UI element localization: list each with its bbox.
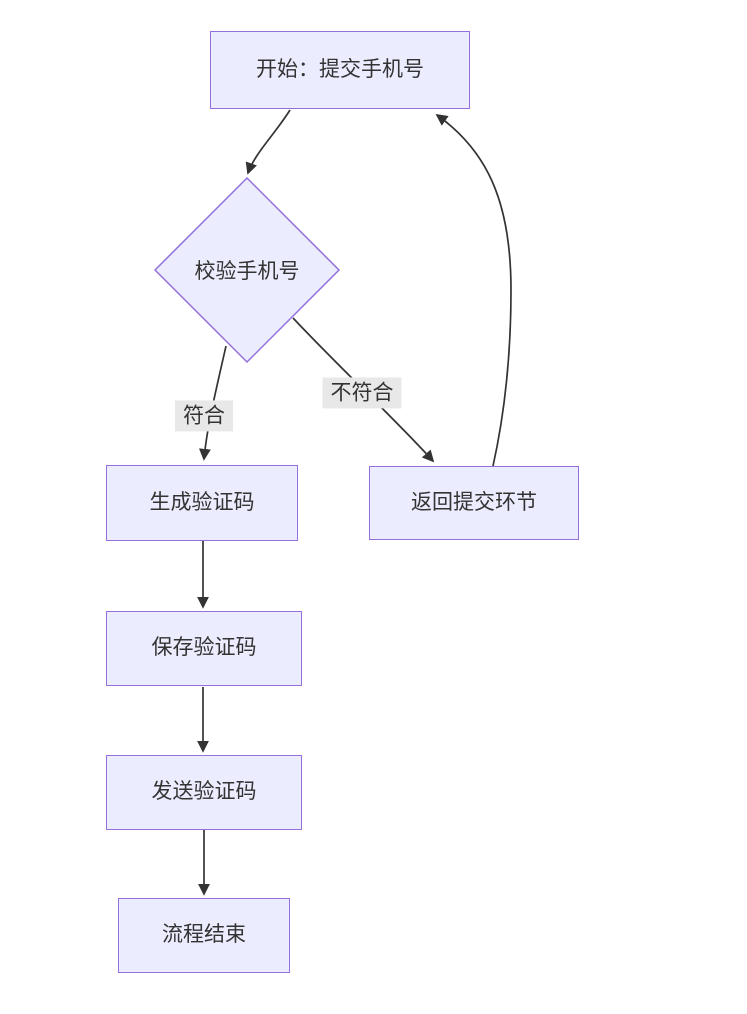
node-start: 开始：提交手机号 xyxy=(210,31,470,109)
edge-label-match: 符合 xyxy=(175,400,233,432)
node-generate-label: 生成验证码 xyxy=(149,490,255,514)
node-validate: 校验手机号 xyxy=(155,220,339,320)
node-save-label: 保存验证码 xyxy=(151,636,257,660)
node-end-label: 流程结束 xyxy=(162,923,246,947)
node-end: 流程结束 xyxy=(118,898,290,973)
node-send: 发送验证码 xyxy=(106,755,302,830)
edge-label-no-match: 不符合 xyxy=(322,377,402,409)
node-generate: 生成验证码 xyxy=(106,465,298,541)
edge-start-to-validate xyxy=(245,109,291,175)
edge-label-no-match-text: 不符合 xyxy=(330,381,394,405)
node-return-label: 返回提交环节 xyxy=(411,490,537,514)
decision-diamond-shape xyxy=(153,176,341,364)
edge-return-to-start xyxy=(435,113,512,467)
node-validate-label: 校验手机号 xyxy=(194,260,300,283)
node-return: 返回提交环节 xyxy=(369,466,579,540)
node-save: 保存验证码 xyxy=(106,611,302,686)
node-start-label: 开始：提交手机号 xyxy=(256,57,424,81)
node-send-label: 发送验证码 xyxy=(151,780,257,804)
edge-label-match-text: 符合 xyxy=(183,404,225,428)
